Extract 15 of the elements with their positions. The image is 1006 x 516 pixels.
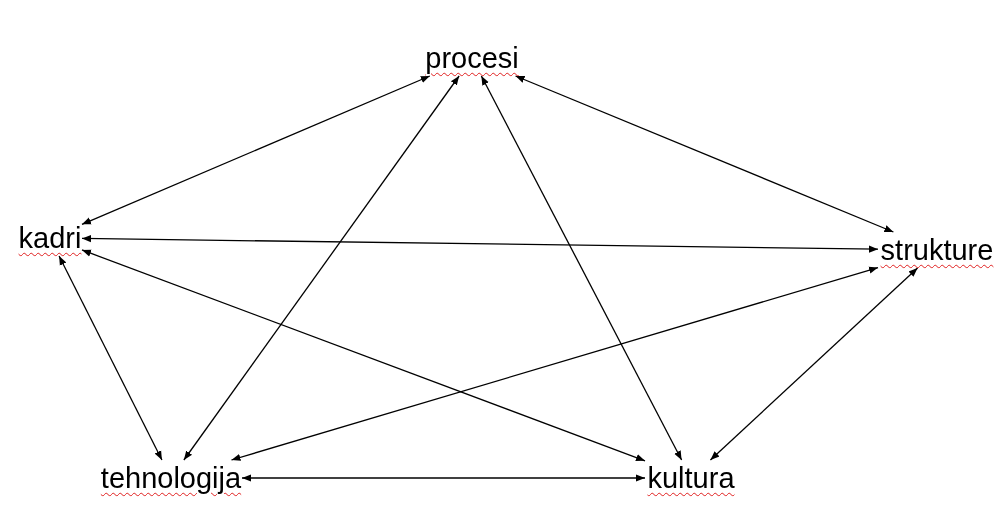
double-arrow [58, 255, 163, 461]
node-label: kultura [647, 461, 735, 495]
double-arrow [480, 75, 683, 461]
double-arrow [81, 234, 879, 253]
double-arrow [81, 249, 646, 462]
node-label: tehnologija [100, 461, 242, 495]
double-arrow [183, 75, 460, 461]
double-arrow [514, 75, 895, 233]
double-arrow [81, 75, 431, 225]
double-arrow [230, 266, 879, 461]
node-label: procesi [425, 41, 519, 75]
double-arrow [709, 267, 919, 461]
node-label: strukture [880, 233, 994, 267]
double-arrow [241, 474, 646, 482]
node-label: kadri [18, 221, 82, 255]
